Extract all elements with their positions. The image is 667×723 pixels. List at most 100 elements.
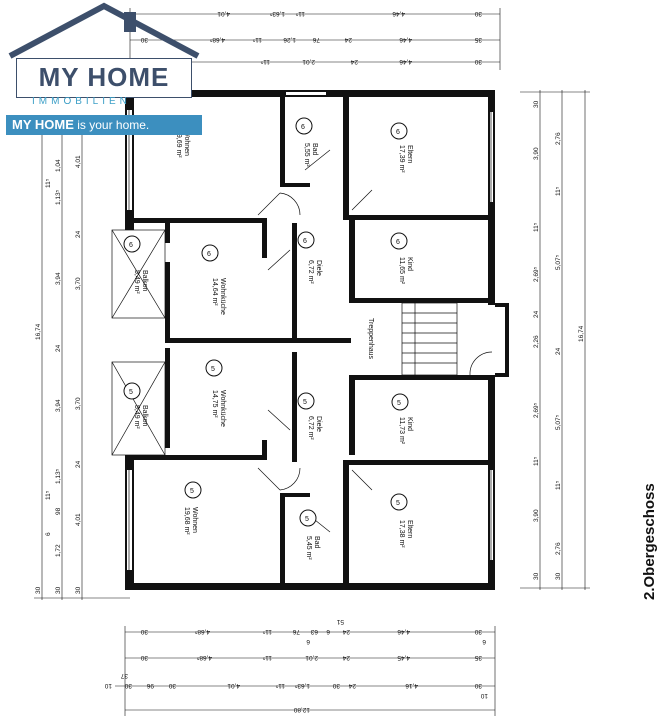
- dim-top2-a: 30: [140, 36, 148, 43]
- dim-left-b4: 3,94: [55, 399, 62, 412]
- dim-right-a4: 24: [533, 310, 540, 318]
- room-name: Bad: [311, 143, 318, 156]
- dim-top3-a: 11⁵: [260, 58, 270, 65]
- room-treppenhaus: Treppenhaus: [367, 318, 374, 359]
- dim-top1-a: 4,01: [217, 10, 230, 17]
- dim-bot2-3: 2,01: [305, 654, 318, 661]
- dim-bot1b-1: 6: [306, 638, 310, 645]
- dim-bot2-4: 24: [342, 654, 350, 661]
- dim-right-b4: 5,07⁵: [555, 414, 562, 430]
- dim-top2-e: 76: [312, 36, 320, 43]
- dim-right-b1: 11⁵: [555, 186, 562, 196]
- room-area: 14,64 m²: [211, 278, 218, 306]
- dim-bot3-7: 24: [348, 682, 356, 689]
- dim-left-s2: 24: [75, 460, 82, 468]
- room-name: Wohnen: [183, 130, 190, 156]
- dim-right-a0: 30: [533, 100, 540, 108]
- dim-left-c2: 3,70: [75, 397, 82, 410]
- room-name: Diele: [315, 260, 322, 276]
- room-wohnkueche-bottom: 5 Wohnküche 14,75 m²: [205, 359, 226, 427]
- logo-subtitle: IMMOBILIEN: [32, 96, 131, 107]
- room-area: 5,55 m²: [303, 143, 310, 167]
- room-area: 11,73 m²: [398, 417, 405, 445]
- room-area: 6,72 m²: [307, 260, 314, 284]
- dim-bot2-5: 4,45: [397, 654, 410, 661]
- room-balkon-bottom: 5 Balkon 5,49 m²: [123, 382, 148, 429]
- room-wohnen-bottom: 5 Wohnen 19,68 m²: [183, 481, 202, 535]
- room-bad-top: 6 Bad 5,55 m²: [295, 117, 318, 167]
- dim-left-b8: 30: [55, 586, 62, 594]
- dim-bot1-7: 4,46: [397, 628, 410, 635]
- dim-left-c0: 4,01: [75, 155, 82, 168]
- room-area: 17,38 m²: [398, 520, 405, 548]
- dim-top3-b: 2,01: [302, 58, 315, 65]
- unit-number: 5: [303, 399, 307, 406]
- dim-bot3-6: 30: [332, 682, 340, 689]
- room-kind-bottom: 5 Kind 11,73 m²: [391, 393, 413, 445]
- dim-right-b3: 24: [555, 347, 562, 355]
- room-area: 6,72 m²: [307, 416, 314, 440]
- room-eltern-bottom: 5 Eltern 17,38 m²: [390, 493, 413, 548]
- dim-top1-b: 1,63⁵: [269, 10, 285, 17]
- dim-top1-e: 30: [474, 10, 482, 17]
- dim-right-a3: 2,69⁵: [533, 266, 540, 282]
- dim-right-a6: 11⁵: [533, 456, 540, 466]
- slogan-text: is your home.: [73, 118, 150, 132]
- dim-right-mid: 2,26: [533, 335, 540, 348]
- unit-number: 6: [129, 242, 133, 249]
- dim-bot1-4: 63: [310, 628, 318, 635]
- room-eltern-top: 6 Eltern 17,39 m²: [390, 122, 413, 173]
- room-area: 19,68 m²: [183, 507, 190, 535]
- dim-bot3-4: 11⁵: [275, 682, 285, 689]
- dim-right-a8: 30: [533, 572, 540, 580]
- unit-number: 5: [396, 500, 400, 507]
- dim-bot1-8: 30: [474, 628, 482, 635]
- dim-bot3-8: 4,16: [405, 682, 418, 689]
- dim-left-b6: 98: [55, 507, 62, 515]
- unit-number: 6: [301, 124, 305, 131]
- building-walls: [111, 90, 509, 590]
- dim-top2-b: 4,68⁵: [209, 36, 225, 43]
- room-diele-bottom: 5 Diele 6,72 m²: [297, 392, 322, 440]
- dim-bot1-5: 6: [326, 628, 330, 635]
- dim-left-s4: 6: [45, 532, 52, 536]
- dim-right-a2: 11⁵: [533, 222, 540, 232]
- dim-top2-g: 4,46: [399, 36, 412, 43]
- logo-name: MY HOME: [38, 62, 170, 92]
- right-dimensions: 30 3,90 11⁵ 2,69⁵ 24 2,69⁵ 11⁵ 3,90 30 2…: [520, 90, 590, 590]
- dim-bot1-6: 24: [342, 628, 350, 635]
- dim-left-b5: 1,13⁵: [55, 468, 62, 484]
- dim-bot4-total: 12,80: [293, 706, 310, 713]
- dim-right-b6: 2,76: [555, 542, 562, 555]
- dim-bot1-0: 30: [140, 628, 148, 635]
- floor-title: 2.Obergeschoss: [641, 483, 658, 600]
- room-balkon-top: 6 Balkon 5,49 m²: [123, 235, 148, 294]
- dim-bot3b-2: 10: [480, 692, 488, 699]
- dim-top2-h: 35: [474, 36, 482, 43]
- room-wohnen-top: Wohnen 19,69 m²: [175, 130, 190, 158]
- dim-bot2-1: 4,68⁵: [196, 654, 212, 661]
- dim-top1-c: 11⁵: [295, 10, 305, 17]
- unit-number: 6: [396, 239, 400, 246]
- room-wohnkueche-top: 6 Wohnküche 14,64 m²: [201, 244, 226, 315]
- room-name: Kind: [406, 417, 413, 431]
- room-name: Wohnen: [191, 507, 198, 533]
- dim-bot1b-0: 51: [336, 618, 344, 625]
- room-diele-top: 6 Diele 6,72 m²: [297, 231, 322, 284]
- dim-left-total: 16,74: [35, 323, 42, 340]
- room-kind-top: 6 Kind 11,65 m²: [390, 232, 413, 285]
- unit-number: 5: [397, 400, 401, 407]
- dim-bot3b-0: 37: [120, 672, 128, 679]
- dim-left-s0: 11⁵: [45, 178, 52, 188]
- room-area: 5,49 m²: [133, 405, 140, 429]
- room-area: 5,45 m²: [305, 536, 312, 560]
- dim-right-b7: 30: [555, 572, 562, 580]
- dim-left-c4: 30: [75, 586, 82, 594]
- dim-bot3-9: 30: [474, 682, 482, 689]
- logo-slogan-band: MY HOME is your home.: [6, 115, 202, 135]
- dim-top2-c: 11⁵: [252, 36, 262, 43]
- unit-number: 6: [207, 251, 211, 258]
- dim-left-b1: 1,13⁵: [55, 189, 62, 205]
- unit-number: 5: [305, 516, 309, 523]
- unit-number: 6: [396, 129, 400, 136]
